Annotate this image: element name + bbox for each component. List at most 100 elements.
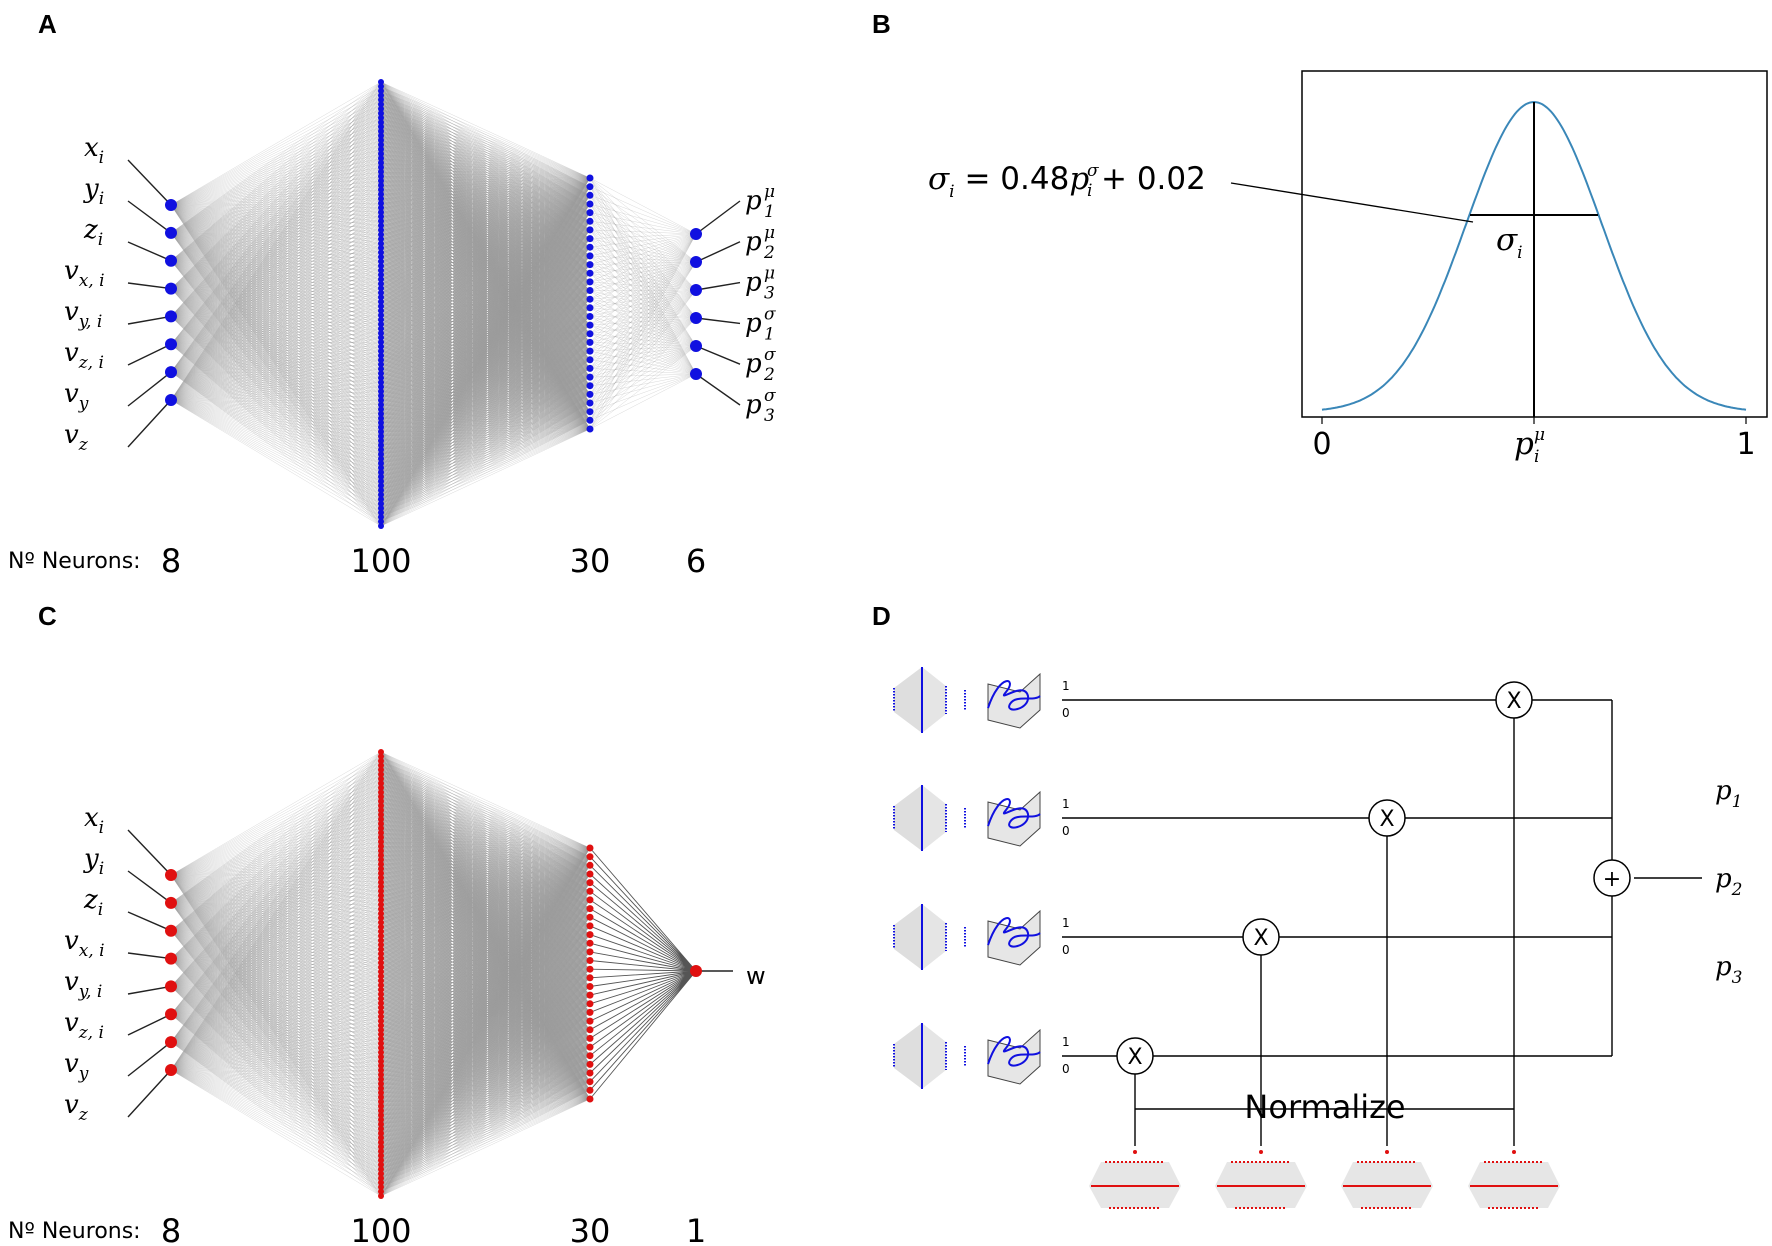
input-label: zi <box>83 885 103 920</box>
neuron <box>165 952 177 965</box>
input-line <box>127 315 172 325</box>
neuron <box>378 231 384 238</box>
neuron <box>586 243 594 251</box>
neuron-count-c-input: 8 <box>161 1212 181 1246</box>
neuron <box>378 1045 384 1051</box>
neuron <box>378 1094 384 1101</box>
mini-mean-network-icon <box>893 904 966 970</box>
scale-bottom: 0 <box>1062 706 1070 720</box>
neuron <box>586 991 594 999</box>
neuron-count-c-hidden1: 100 <box>350 1212 411 1246</box>
network-a-neurons <box>165 79 702 529</box>
output-label: p <box>745 227 762 257</box>
input-line <box>127 870 172 904</box>
neuron <box>165 282 177 295</box>
input-label: vz <box>64 420 89 455</box>
neuron <box>378 455 384 462</box>
neuron <box>378 379 384 386</box>
neuron <box>378 146 384 153</box>
neuron <box>165 896 177 909</box>
neuron <box>378 128 384 135</box>
neuron <box>378 137 384 144</box>
output-line <box>695 241 741 263</box>
neuron <box>378 491 384 498</box>
neuron <box>378 334 384 341</box>
mini-mean-network-icon <box>893 785 966 851</box>
scale-top: 1 <box>1062 797 1070 811</box>
output-label-sup: μ <box>764 264 775 284</box>
panel-letter-b: B <box>872 9 891 39</box>
input-label: vy, i <box>64 967 102 1002</box>
neuron <box>378 258 384 265</box>
neuron-count-a-hidden1: 100 <box>350 542 411 580</box>
neuron <box>586 879 594 887</box>
neuron <box>378 79 384 85</box>
input-line <box>127 985 172 995</box>
output-label-sup: μ <box>764 223 775 243</box>
neuron <box>586 896 594 904</box>
neuron <box>378 482 384 489</box>
output-label-sub: 3 <box>764 406 775 426</box>
neuron <box>378 473 384 480</box>
neuron <box>165 869 177 881</box>
neuron <box>378 213 384 220</box>
neuron <box>378 384 384 390</box>
output-label-sub: 1 <box>764 324 775 344</box>
neuron <box>378 1049 384 1056</box>
neuron <box>378 766 384 773</box>
neuron <box>378 1098 384 1105</box>
neuron <box>586 957 594 964</box>
input-label: zi <box>83 215 103 250</box>
neuron-count-a-hidden2: 30 <box>570 542 611 580</box>
neuron <box>378 370 384 377</box>
neuron <box>586 844 594 852</box>
input-line <box>127 1069 172 1118</box>
neuron <box>378 262 384 269</box>
neuron <box>378 1022 384 1029</box>
neuron <box>586 235 594 243</box>
neuron <box>378 1121 384 1128</box>
sum-operator: + <box>1593 859 1631 897</box>
neuron <box>378 950 384 957</box>
input-label: xi <box>84 133 104 168</box>
neuron <box>586 939 594 947</box>
neuron <box>378 357 384 364</box>
neuron <box>378 829 384 836</box>
neuron <box>378 802 384 809</box>
sigma-formula-p-sub: i <box>1087 181 1092 201</box>
neuron <box>378 838 384 845</box>
input-line <box>127 1041 172 1077</box>
neuron <box>690 256 702 268</box>
output-label-sup: σ <box>764 386 776 406</box>
neuron <box>378 995 384 1002</box>
output-line <box>695 317 741 325</box>
neuron <box>378 1193 384 1199</box>
neuron <box>378 253 384 260</box>
input-line <box>127 343 172 366</box>
neuron <box>378 236 384 242</box>
neuron <box>378 289 384 296</box>
neuron <box>378 758 384 764</box>
neuron <box>378 1031 384 1038</box>
neuron <box>378 1157 384 1164</box>
mixture-output-p2: p2 <box>1715 864 1742 900</box>
neuron <box>378 1170 384 1177</box>
neuron <box>378 366 384 372</box>
x-tick-label-mu-sup: μ <box>1534 425 1545 445</box>
neuron <box>586 338 594 346</box>
neuron <box>378 437 384 444</box>
neuron <box>378 110 384 117</box>
neuron <box>586 200 594 208</box>
neuron <box>378 123 384 130</box>
neuron <box>378 941 384 948</box>
output-fan-connections <box>589 847 697 1100</box>
panel-letter-d: D <box>872 601 891 631</box>
neuron <box>586 1043 594 1051</box>
neuron <box>690 965 702 977</box>
neuron <box>586 1060 594 1068</box>
neuron <box>586 373 594 381</box>
neuron <box>586 313 594 320</box>
neuron <box>378 1040 384 1047</box>
neuron <box>378 361 384 368</box>
